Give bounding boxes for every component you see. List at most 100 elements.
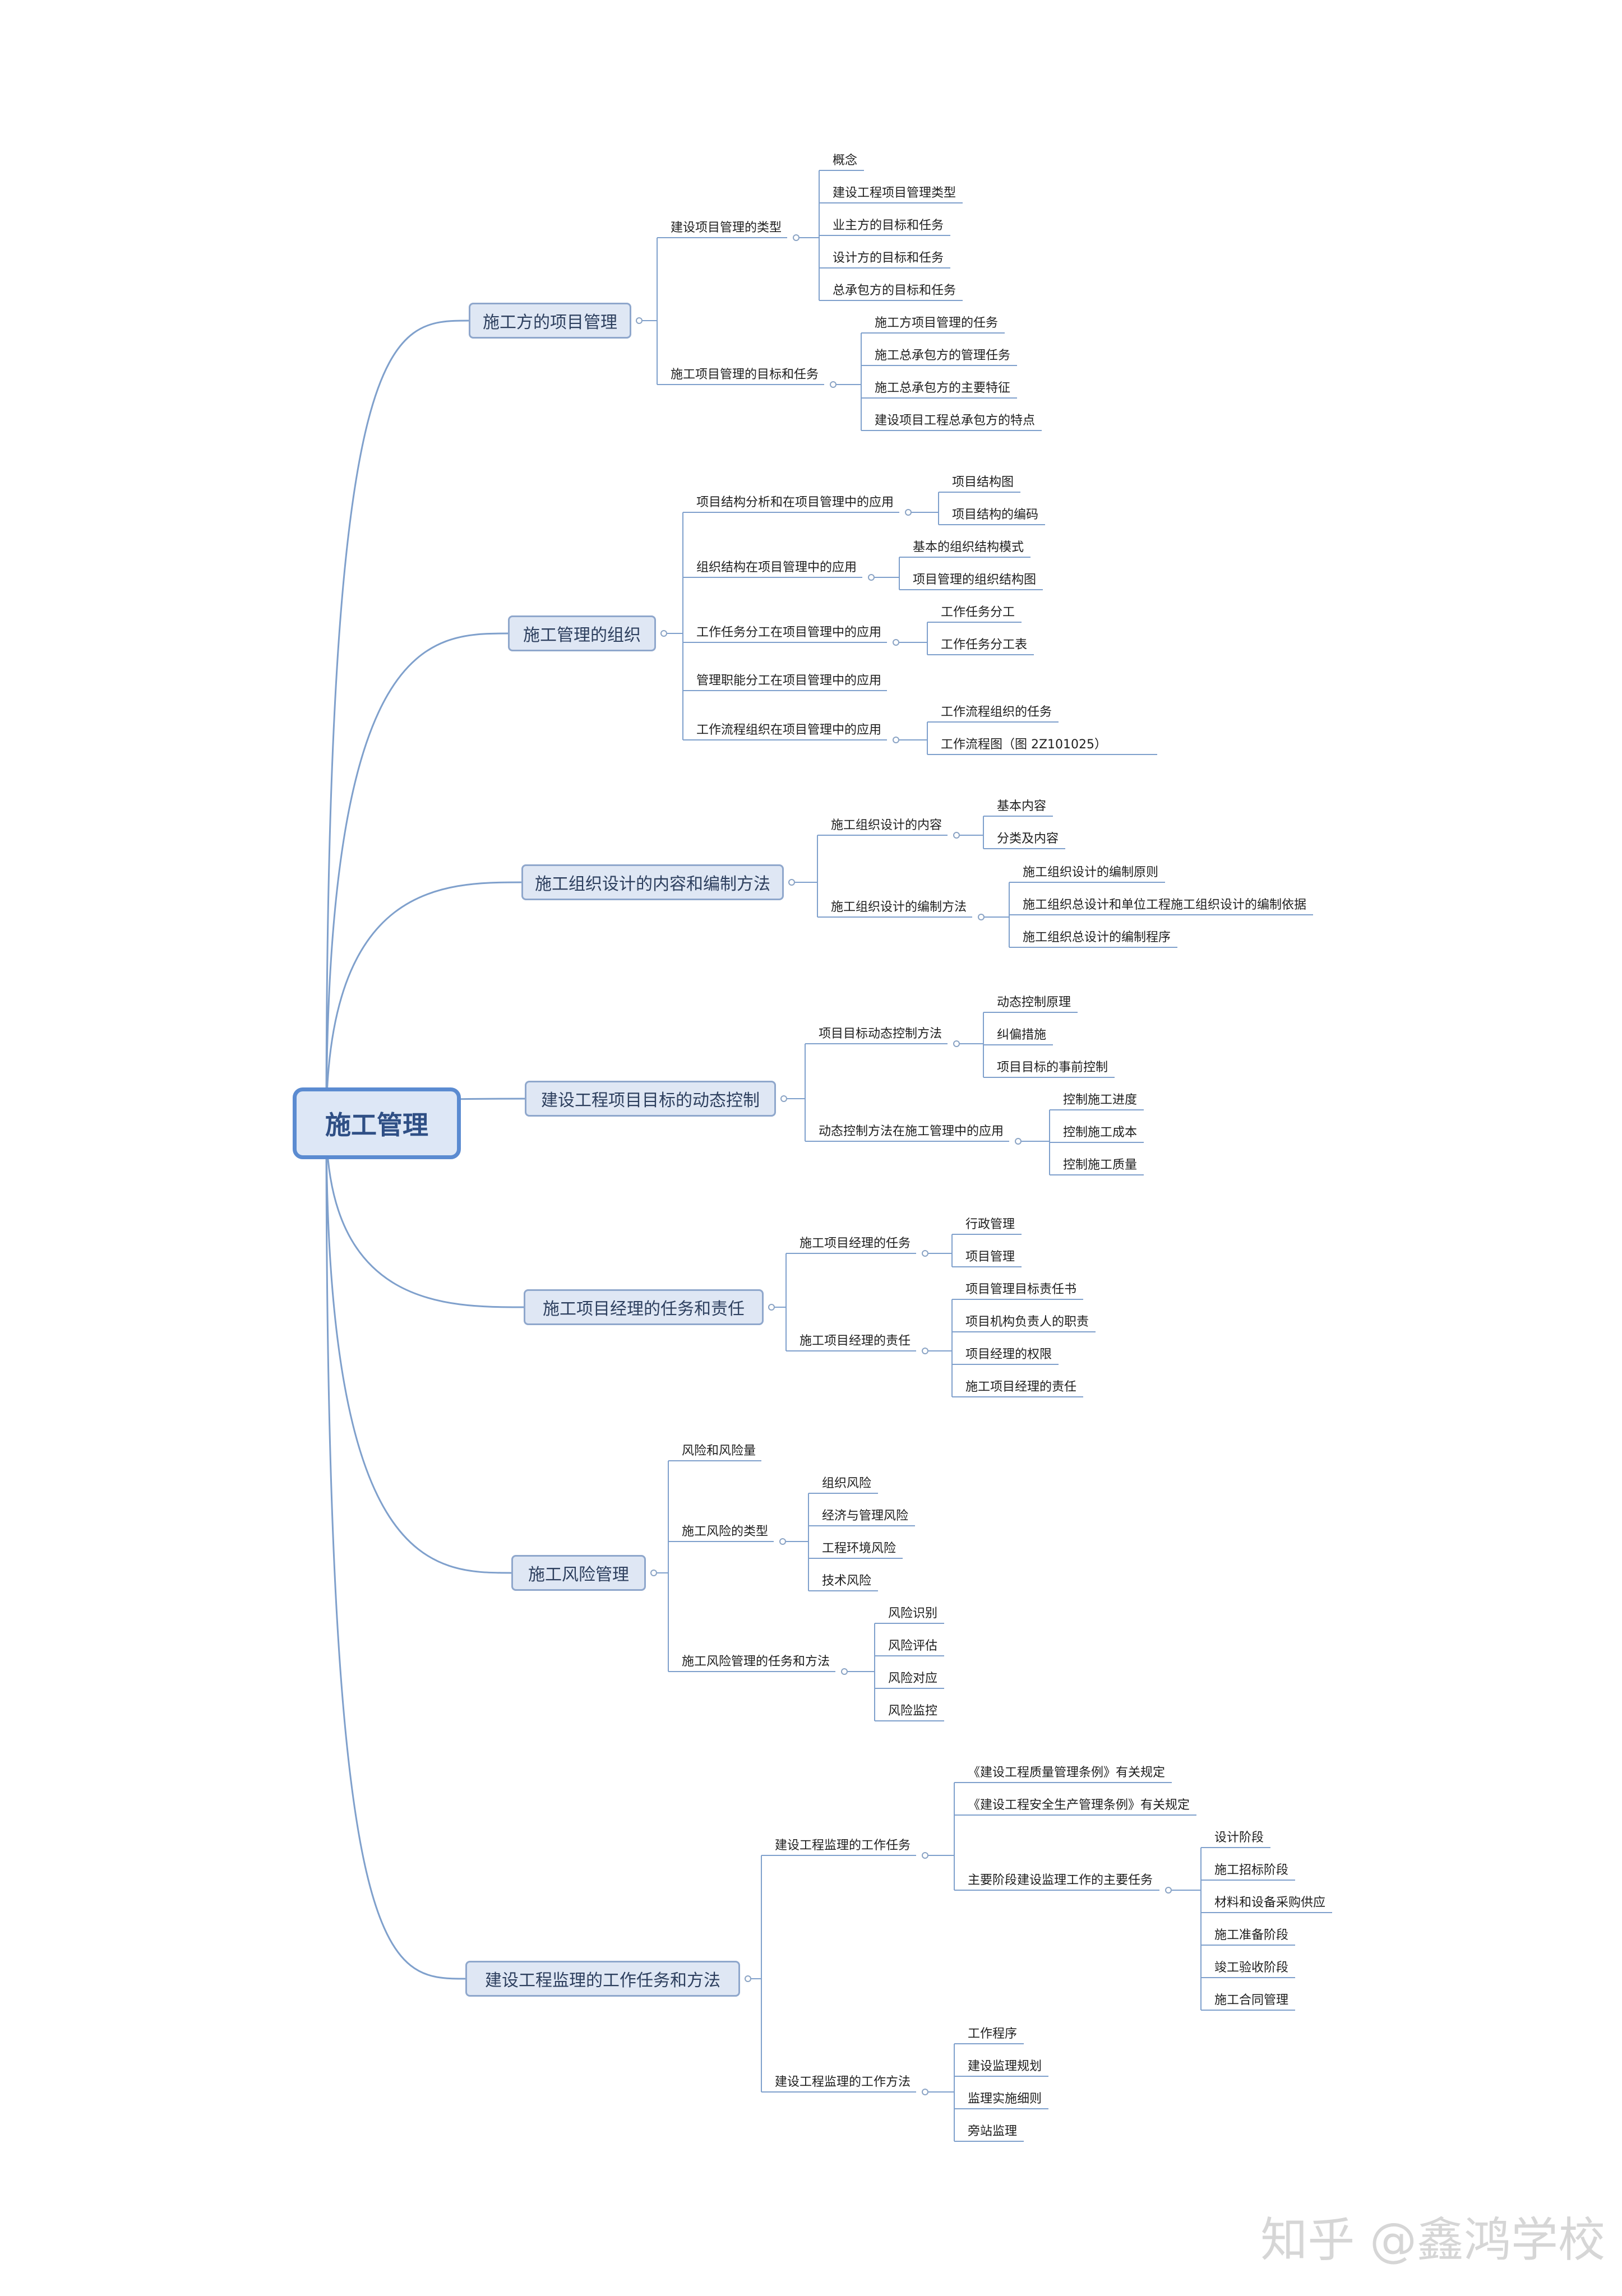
leaf-topic[interactable]: 组织风险 <box>822 1476 872 1490</box>
collapse-toggle[interactable] <box>953 832 960 839</box>
collapse-toggle[interactable] <box>841 1668 848 1675</box>
collapse-toggle[interactable] <box>922 1852 928 1859</box>
collapse-toggle[interactable] <box>953 1040 960 1047</box>
leaf-topic[interactable]: 竣工验收阶段 <box>1214 1961 1289 1975</box>
subtopic[interactable]: 建设项目管理的类型 <box>671 221 782 235</box>
leaf-topic[interactable]: 施工组织总设计和单位工程施工组织设计的编制依据 <box>1023 898 1307 912</box>
leaf-topic[interactable]: 业主方的目标和任务 <box>833 219 944 233</box>
leaf-topic[interactable]: 设计阶段 <box>1214 1831 1264 1845</box>
leaf-topic[interactable]: 工作流程图（图 2Z101025） <box>941 738 1107 752</box>
leaf-topic[interactable]: 分类及内容 <box>997 832 1059 846</box>
leaf-topic[interactable]: 风险评估 <box>888 1639 938 1653</box>
leaf-topic[interactable]: 项目管理 <box>965 1250 1015 1264</box>
leaf-topic[interactable]: 施工合同管理 <box>1214 1993 1289 2007</box>
main-topic[interactable]: 施工组织设计的内容和编制方法 <box>521 864 784 900</box>
collapse-toggle[interactable] <box>636 317 643 324</box>
collapse-toggle[interactable] <box>893 639 899 646</box>
leaf-topic[interactable]: 风险识别 <box>888 1607 938 1621</box>
leaf-topic[interactable]: 施工组织总设计的编制程序 <box>1023 931 1171 945</box>
leaf-topic[interactable]: 项目目标的事前控制 <box>997 1061 1108 1075</box>
collapse-toggle[interactable] <box>830 381 837 388</box>
collapse-toggle[interactable] <box>650 1570 657 1576</box>
collapse-toggle[interactable] <box>745 1975 751 1982</box>
leaf-topic[interactable]: 基本的组织结构模式 <box>913 540 1024 554</box>
leaf-topic[interactable]: 控制施工质量 <box>1063 1158 1138 1172</box>
subtopic[interactable]: 主要阶段建设监理工作的主要任务 <box>968 1873 1153 1887</box>
leaf-topic[interactable]: 旁站监理 <box>968 2124 1018 2138</box>
collapse-toggle[interactable] <box>922 1250 928 1257</box>
leaf-topic[interactable]: 施工方项目管理的任务 <box>875 316 999 330</box>
collapse-toggle[interactable] <box>779 1538 786 1545</box>
leaf-topic[interactable]: 建设监理规划 <box>968 2059 1042 2073</box>
leaf-topic[interactable]: 《建设工程安全生产管理条例》有关规定 <box>968 1798 1190 1812</box>
subtopic[interactable]: 建设工程监理的工作方法 <box>775 2075 911 2089</box>
subtopic[interactable]: 施工组织设计的编制方法 <box>831 900 967 914</box>
collapse-toggle[interactable] <box>768 1304 775 1311</box>
leaf-topic[interactable]: 项目机构负责人的职责 <box>965 1315 1089 1329</box>
leaf-topic[interactable]: 材料和设备采购供应 <box>1214 1896 1326 1910</box>
leaf-topic[interactable]: 项目管理的组织结构图 <box>913 573 1037 587</box>
leaf-topic[interactable]: 施工总承包方的主要特征 <box>875 381 1011 395</box>
collapse-toggle[interactable] <box>893 737 899 743</box>
leaf-topic[interactable]: 施工招标阶段 <box>1214 1863 1289 1877</box>
leaf-topic[interactable]: 控制施工成本 <box>1063 1126 1138 1140</box>
leaf-topic[interactable]: 控制施工进度 <box>1063 1093 1138 1107</box>
collapse-toggle[interactable] <box>922 1348 928 1354</box>
leaf-topic[interactable]: 经济与管理风险 <box>822 1509 909 1523</box>
leaf-topic[interactable]: 施工组织设计的编制原则 <box>1023 865 1159 879</box>
collapse-toggle[interactable] <box>905 509 912 516</box>
leaf-topic[interactable]: 施工总承包方的管理任务 <box>875 349 1011 363</box>
leaf-topic[interactable]: 建设工程项目管理类型 <box>833 186 956 200</box>
leaf-topic[interactable]: 行政管理 <box>965 1218 1015 1232</box>
subtopic[interactable]: 施工风险的类型 <box>682 1525 769 1539</box>
leaf-topic[interactable]: 工作任务分工表 <box>941 638 1028 652</box>
subtopic[interactable]: 项目目标动态控制方法 <box>819 1027 942 1041</box>
subtopic[interactable]: 施工风险管理的任务和方法 <box>682 1655 830 1669</box>
main-topic[interactable]: 施工方的项目管理 <box>469 303 631 339</box>
subtopic[interactable]: 施工项目经理的任务 <box>800 1237 911 1251</box>
main-topic[interactable]: 建设工程项目目标的动态控制 <box>525 1081 776 1117</box>
main-topic[interactable]: 施工管理的组织 <box>508 615 656 651</box>
collapse-toggle[interactable] <box>660 630 667 637</box>
leaf-topic[interactable]: 工程环境风险 <box>822 1542 897 1556</box>
collapse-toggle[interactable] <box>868 574 875 581</box>
leaf-topic[interactable]: 总承包方的目标和任务 <box>833 284 956 298</box>
collapse-toggle[interactable] <box>793 234 800 241</box>
collapse-toggle[interactable] <box>1015 1138 1022 1145</box>
subtopic[interactable]: 施工项目经理的责任 <box>800 1334 911 1348</box>
subtopic[interactable]: 工作任务分工在项目管理中的应用 <box>696 626 882 640</box>
leaf-topic[interactable]: 建设项目工程总承包方的特点 <box>875 414 1036 428</box>
collapse-toggle[interactable] <box>780 1095 787 1102</box>
subtopic[interactable]: 建设工程监理的工作任务 <box>775 1839 911 1853</box>
leaf-topic[interactable]: 设计方的目标和任务 <box>833 251 944 265</box>
subtopic[interactable]: 施工组织设计的内容 <box>831 818 942 832</box>
leaf-topic[interactable]: 工作任务分工 <box>941 605 1015 619</box>
collapse-toggle[interactable] <box>978 914 985 920</box>
leaf-topic[interactable]: 基本内容 <box>997 799 1047 813</box>
main-topic[interactable]: 建设工程监理的工作任务和方法 <box>465 1961 740 1997</box>
leaf-topic[interactable]: 技术风险 <box>822 1574 872 1588</box>
leaf-topic[interactable]: 工作程序 <box>968 2027 1018 2041</box>
subtopic[interactable]: 项目结构分析和在项目管理中的应用 <box>696 496 894 510</box>
leaf-topic[interactable]: 项目管理目标责任书 <box>965 1283 1077 1297</box>
subtopic[interactable]: 风险和风险量 <box>682 1444 756 1458</box>
subtopic[interactable]: 工作流程组织在项目管理中的应用 <box>696 723 882 737</box>
collapse-toggle[interactable] <box>922 2089 928 2095</box>
subtopic[interactable]: 组织结构在项目管理中的应用 <box>696 561 857 575</box>
collapse-toggle[interactable] <box>1165 1887 1172 1894</box>
leaf-topic[interactable]: 施工准备阶段 <box>1214 1928 1289 1942</box>
subtopic[interactable]: 管理职能分工在项目管理中的应用 <box>696 674 882 688</box>
leaf-topic[interactable]: 项目结构的编码 <box>952 508 1039 522</box>
subtopic[interactable]: 动态控制方法在施工管理中的应用 <box>819 1124 1004 1138</box>
leaf-topic[interactable]: 纠偏措施 <box>997 1028 1047 1042</box>
main-topic[interactable]: 施工项目经理的任务和责任 <box>524 1289 764 1325</box>
leaf-topic[interactable]: 《建设工程质量管理条例》有关规定 <box>968 1766 1166 1780</box>
leaf-topic[interactable]: 风险监控 <box>888 1704 938 1718</box>
leaf-topic[interactable]: 项目经理的权限 <box>965 1348 1052 1362</box>
leaf-topic[interactable]: 施工项目经理的责任 <box>965 1380 1077 1394</box>
leaf-topic[interactable]: 项目结构图 <box>952 475 1014 489</box>
subtopic[interactable]: 施工项目管理的目标和任务 <box>671 368 819 382</box>
leaf-topic[interactable]: 风险对应 <box>888 1672 938 1686</box>
leaf-topic[interactable]: 概念 <box>833 154 858 168</box>
leaf-topic[interactable]: 监理实施细则 <box>968 2092 1042 2106</box>
